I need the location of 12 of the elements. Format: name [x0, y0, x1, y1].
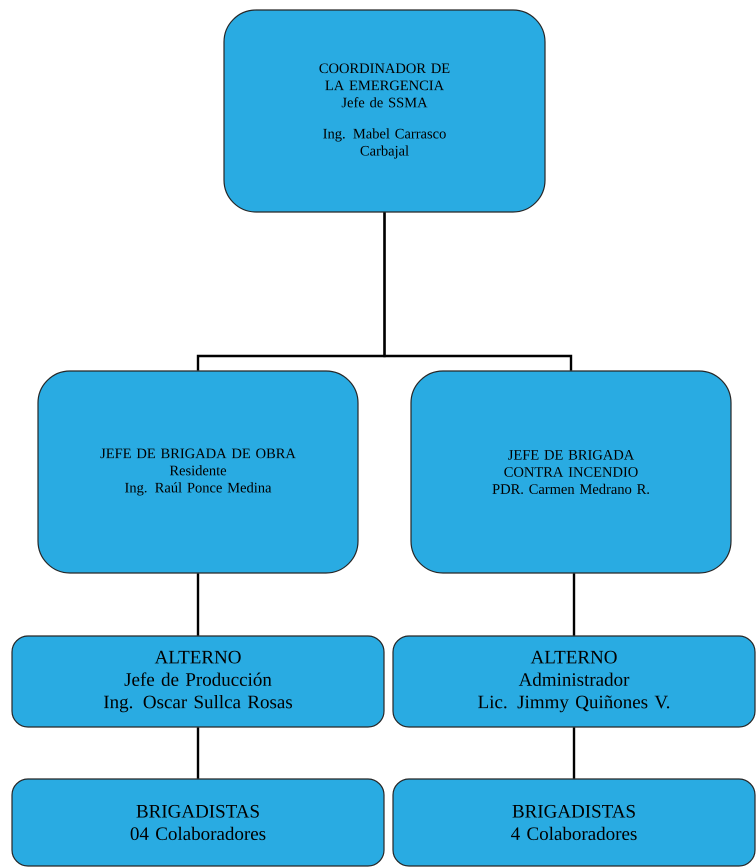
- org-box: ALTERNO Jefe de Producción Ing. Oscar Sullca Rosas: [11, 635, 385, 728]
- org-box: BRIGADISTAS 4 Colaboradores: [392, 778, 756, 867]
- connector-line: [383, 212, 572, 370]
- connector-line: [196, 728, 200, 778]
- org-box: BRIGADISTAS 04 Colaboradores: [11, 778, 385, 867]
- org-box: JEFE DE BRIGADA DE OBRA Residente Ing. Raúl Ponce Medina: [37, 370, 359, 574]
- connector-line: [572, 728, 576, 778]
- connector-line: [196, 574, 200, 636]
- connector-line: [572, 574, 576, 636]
- org-box: JEFE DE BRIGADA CONTRA INCENDIO PDR. Carmen Medrano R.: [410, 370, 732, 574]
- org-box: COORDINADOR DE LA EMERGENCIA Jefe de SSMA Ing. Mabel Carrasco Carbajal: [223, 9, 546, 213]
- org-box: ALTERNO Administrador Lic. Jimmy Quiñones V.: [392, 635, 756, 728]
